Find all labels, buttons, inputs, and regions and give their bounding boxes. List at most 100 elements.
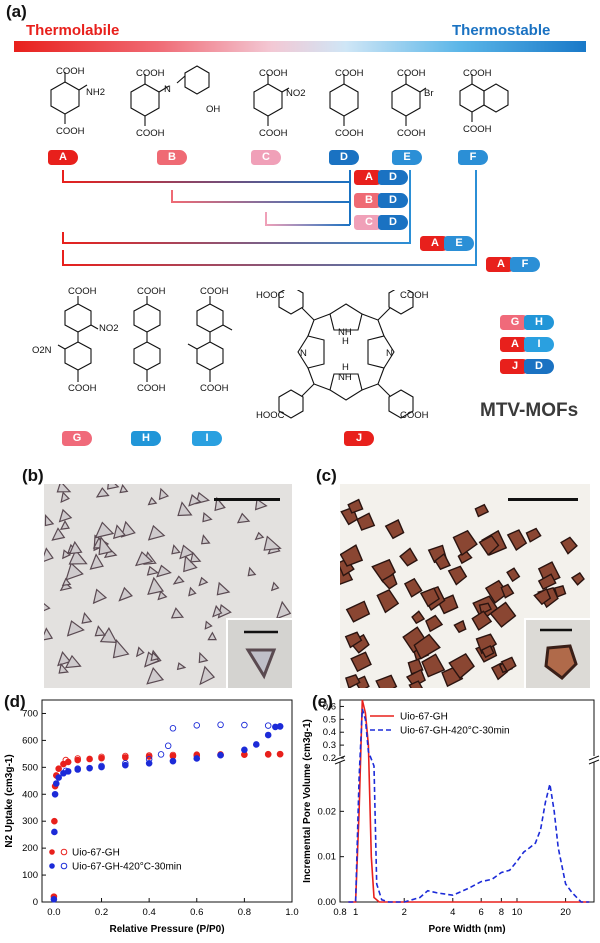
crystal-b [236,512,251,524]
pair-tag-e-3: E [444,236,474,251]
crystal-b [147,496,158,506]
linker-h-cooh-top: COOH [137,286,166,297]
pair-tag-b-1: B [354,193,384,208]
mtv-tag-j-2: J [500,359,530,374]
chart-d-ytick-label: 700 [22,708,38,719]
chart-d-ytick-label: 300 [22,816,38,827]
chart-e-axis-break-left [336,756,346,762]
crystal-b [112,638,130,659]
chart-d-point-adsorption [51,790,59,798]
panel-c-label: (c) [316,466,337,485]
chart-d-point-adsorption [55,774,62,781]
chart-d-point-desorption [122,752,129,760]
crystal-b [134,551,154,567]
chart-e-xtick-label: 0.8 [333,907,346,918]
crystal-b [81,611,93,624]
chart-d-point-desorption [98,753,105,761]
panel-e-label: (e) [312,692,333,711]
chart-e-break-mark [588,755,600,761]
crystal-c [347,498,364,514]
crystal-c [537,573,557,591]
tag-linker-d: D [329,150,359,165]
chart-d-point-desorption [157,751,165,758]
tag-linker-j: J [344,431,374,446]
chart-e-ytick-label: 0.2 [323,753,336,764]
crystal-b [177,501,193,517]
crystal-c [350,651,372,673]
linker-j-h-bottom: H [342,362,349,373]
linker-f-cooh-top: COOH [463,68,492,79]
pair-tag-d-0: D [378,170,408,185]
crystal-c [478,534,500,556]
linker-c-cooh-top: COOH [259,68,288,79]
chart-d-point-desorption [169,725,177,732]
crystal-c [452,529,478,556]
micrograph-c [340,484,590,688]
crystal-b [118,586,133,602]
crystal-b [94,625,107,637]
chart-d-point-desorption [264,750,272,758]
crystal-b [188,586,197,597]
crystal-c [489,601,517,628]
crystal-c [448,652,475,680]
tag-linker-h: H [131,431,161,446]
crystal-b [198,576,209,587]
chart-e-xtick-label: 8 [499,907,504,918]
linker-h-cooh-bottom: COOH [137,383,166,394]
panel-d-label: (d) [4,692,26,711]
crystal-b [146,666,165,685]
chart-d-point-desorption [98,762,105,770]
chart-d-ytick-label: 500 [22,762,38,773]
chart-d-legend-label: Uio-67-GH [72,848,120,859]
linker-g-no2: NO2 [99,323,119,334]
crystal-b [199,665,216,686]
chart-e-ylabel: Incremental Pore Volume (cm3g-1) [302,719,313,883]
pair-tag-d-2: D [378,215,408,230]
chart-d-xtick-label: 1.0 [285,907,298,918]
chart-e-series-line [348,708,590,903]
chart-d-point-desorption [122,760,129,767]
chart-d-xtick-label: 0.2 [95,907,108,918]
linker-j-hooc-top: HOOC [256,290,285,301]
crystal-b [68,540,83,555]
pair-tag-f-4: F [510,257,540,272]
crystal-b [270,581,280,592]
crystal-c [413,633,441,660]
micrograph-c-inset [524,618,590,688]
crystal-b [44,513,55,527]
chart-d-point-desorption [74,755,81,762]
mtv-tag-i-1: I [524,337,554,352]
linker-f-cooh-bottom: COOH [463,124,492,135]
chart-d-legend-filled-marker [49,849,55,855]
crystal-b [216,581,231,596]
chart-d-point-desorption [62,756,70,764]
chart-d-point-desorption [169,751,177,759]
tag-linker-c: C [251,150,281,165]
tag-linker-b: B [157,150,187,165]
micrograph-b-scale-bar [214,498,280,501]
chart-d-ytick-label: 400 [22,789,38,800]
crystal-c [411,610,426,625]
chart-e-xtick-label: 10 [512,907,523,918]
crystal-c [500,656,517,673]
chart-e-ytick-label: 0.01 [318,852,337,863]
crystal-c [500,583,515,599]
crystal-b [200,534,211,545]
crystal-c [380,573,398,590]
linker-j-structure [278,290,414,419]
thermolabile-label: Thermolabile [26,22,120,39]
crystal-b [56,484,72,493]
micrograph-b [44,484,292,688]
crystal-b [107,484,120,490]
panel-b-label: (b) [22,466,44,485]
linker-g-cooh-bottom: COOH [68,383,97,394]
pair-tag-c-2: C [354,215,384,230]
chart-d-point-desorption [164,742,172,750]
linker-a-cooh-top: COOH [56,66,85,77]
crystal-b [170,607,185,619]
thermostable-label: Thermostable [452,22,551,39]
crystal-b [57,650,72,667]
chart-e-legend-label: Uio-67-GH [400,712,448,723]
crystal-c [484,579,509,604]
crystal-b [157,590,168,601]
